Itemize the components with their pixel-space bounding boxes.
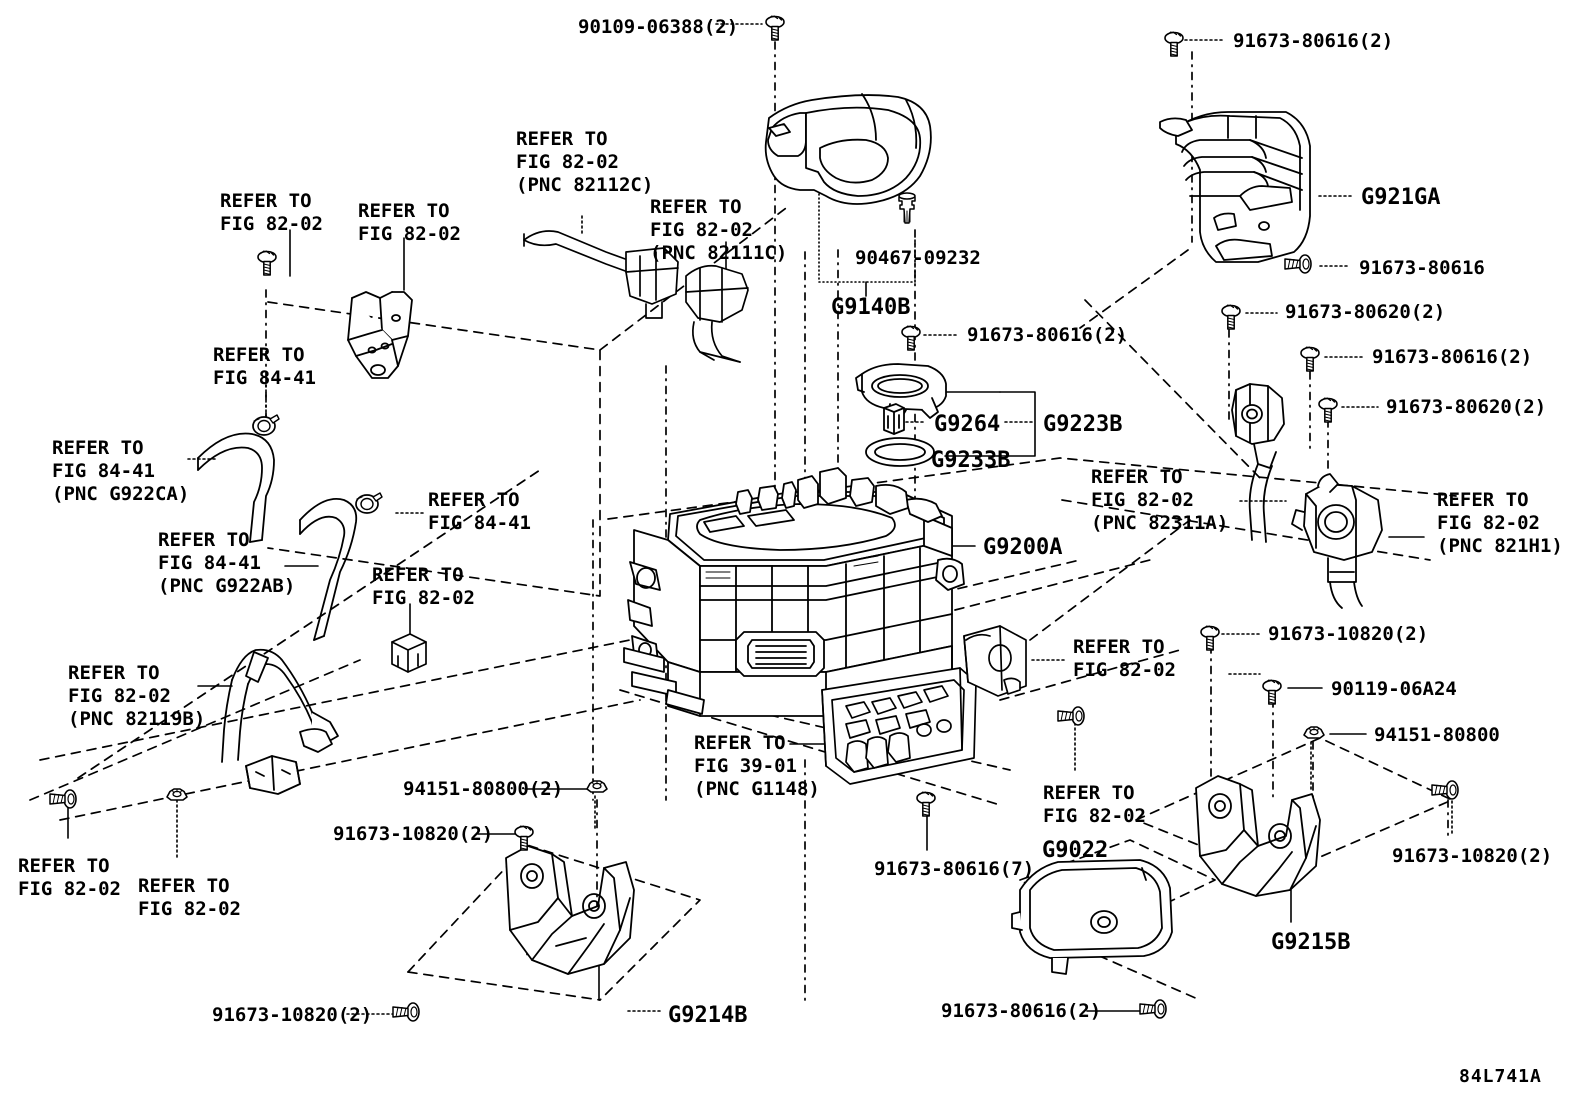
label-part-code-l24: G9200A	[983, 535, 1063, 560]
label-reference-l36: REFER TO FIG 82-02	[138, 875, 241, 920]
label-reference-l14: REFER TO FIG 84-41	[213, 344, 316, 389]
label-part-number-l09: 91673-80616	[1359, 257, 1485, 279]
label-part-number-l12: 91673-80616(2)	[967, 324, 1128, 346]
label-reference-l35: REFER TO FIG 82-02	[18, 855, 121, 900]
label-reference-l27: REFER TO FIG 82-02	[1073, 636, 1176, 681]
label-reference-l31: REFER TO FIG 39-01 (PNC G1148)	[694, 732, 820, 800]
label-part-number-l02: 91673-80616(2)	[1233, 30, 1394, 52]
figure-id: 84L741A	[1459, 1066, 1542, 1087]
label-reference-l23: REFER TO FIG 84-41 (PNC G922AB)	[158, 529, 296, 597]
label-reference-l25: REFER TO FIG 82-02	[372, 564, 475, 609]
label-part-code-l17: G9223B	[1043, 412, 1123, 437]
label-part-number-l34: 91673-10820(2)	[333, 823, 494, 845]
label-part-number-l33: 94151-80800(2)	[403, 778, 564, 800]
label-reference-l06: REFER TO FIG 82-02	[220, 190, 323, 235]
label-reference-l20: REFER TO FIG 82-02 (PNC 82311A)	[1091, 466, 1229, 534]
label-reference-l18: REFER TO FIG 84-41 (PNC G922CA)	[52, 437, 190, 505]
label-part-number-l11: 91673-80620(2)	[1285, 301, 1446, 323]
label-reference-l28: REFER TO FIG 82-02 (PNC 82119B)	[68, 662, 206, 730]
label-reference-l03: REFER TO FIG 82-02 (PNC 82112C)	[516, 128, 654, 196]
label-reference-l22: REFER TO FIG 82-02 (PNC 821H1)	[1437, 489, 1563, 557]
label-reference-l21: REFER TO FIG 84-41	[428, 489, 531, 534]
label-part-number-l39: 91673-10820(2)	[1392, 845, 1553, 867]
label-part-code-l16: G9264	[934, 412, 1001, 437]
label-part-number-l01: 90109-06388(2)	[578, 16, 739, 38]
label-part-code-l42: G9214B	[668, 1003, 748, 1028]
label-part-code-l38: G9022	[1042, 838, 1109, 863]
label-part-code-l40: G9215B	[1271, 930, 1351, 955]
label-part-number-l26: 91673-10820(2)	[1268, 623, 1429, 645]
label-reference-l07: REFER TO FIG 82-02	[358, 200, 461, 245]
label-part-code-l19: G9233B	[931, 448, 1011, 473]
label-part-code-l05: G921GA	[1361, 185, 1441, 210]
label-part-number-l29: 90119-06A24	[1331, 678, 1457, 700]
label-part-number-l15: 91673-80620(2)	[1386, 396, 1547, 418]
label-part-number-l41: 91673-10820(2)	[212, 1004, 373, 1026]
label-part-code-l10: G9140B	[831, 295, 911, 320]
label-part-number-l30: 94151-80800	[1374, 724, 1500, 746]
label-part-number-l13: 91673-80616(2)	[1372, 346, 1533, 368]
label-reference-l32: REFER TO FIG 82-02	[1043, 782, 1146, 827]
label-part-number-l08: 90467-09232	[855, 247, 981, 269]
label-part-number-l43: 91673-80616(2)	[941, 1000, 1102, 1022]
label-reference-l04: REFER TO FIG 82-02 (PNC 82111C)	[650, 196, 788, 264]
label-part-number-l37: 91673-80616(7)	[874, 858, 1035, 880]
